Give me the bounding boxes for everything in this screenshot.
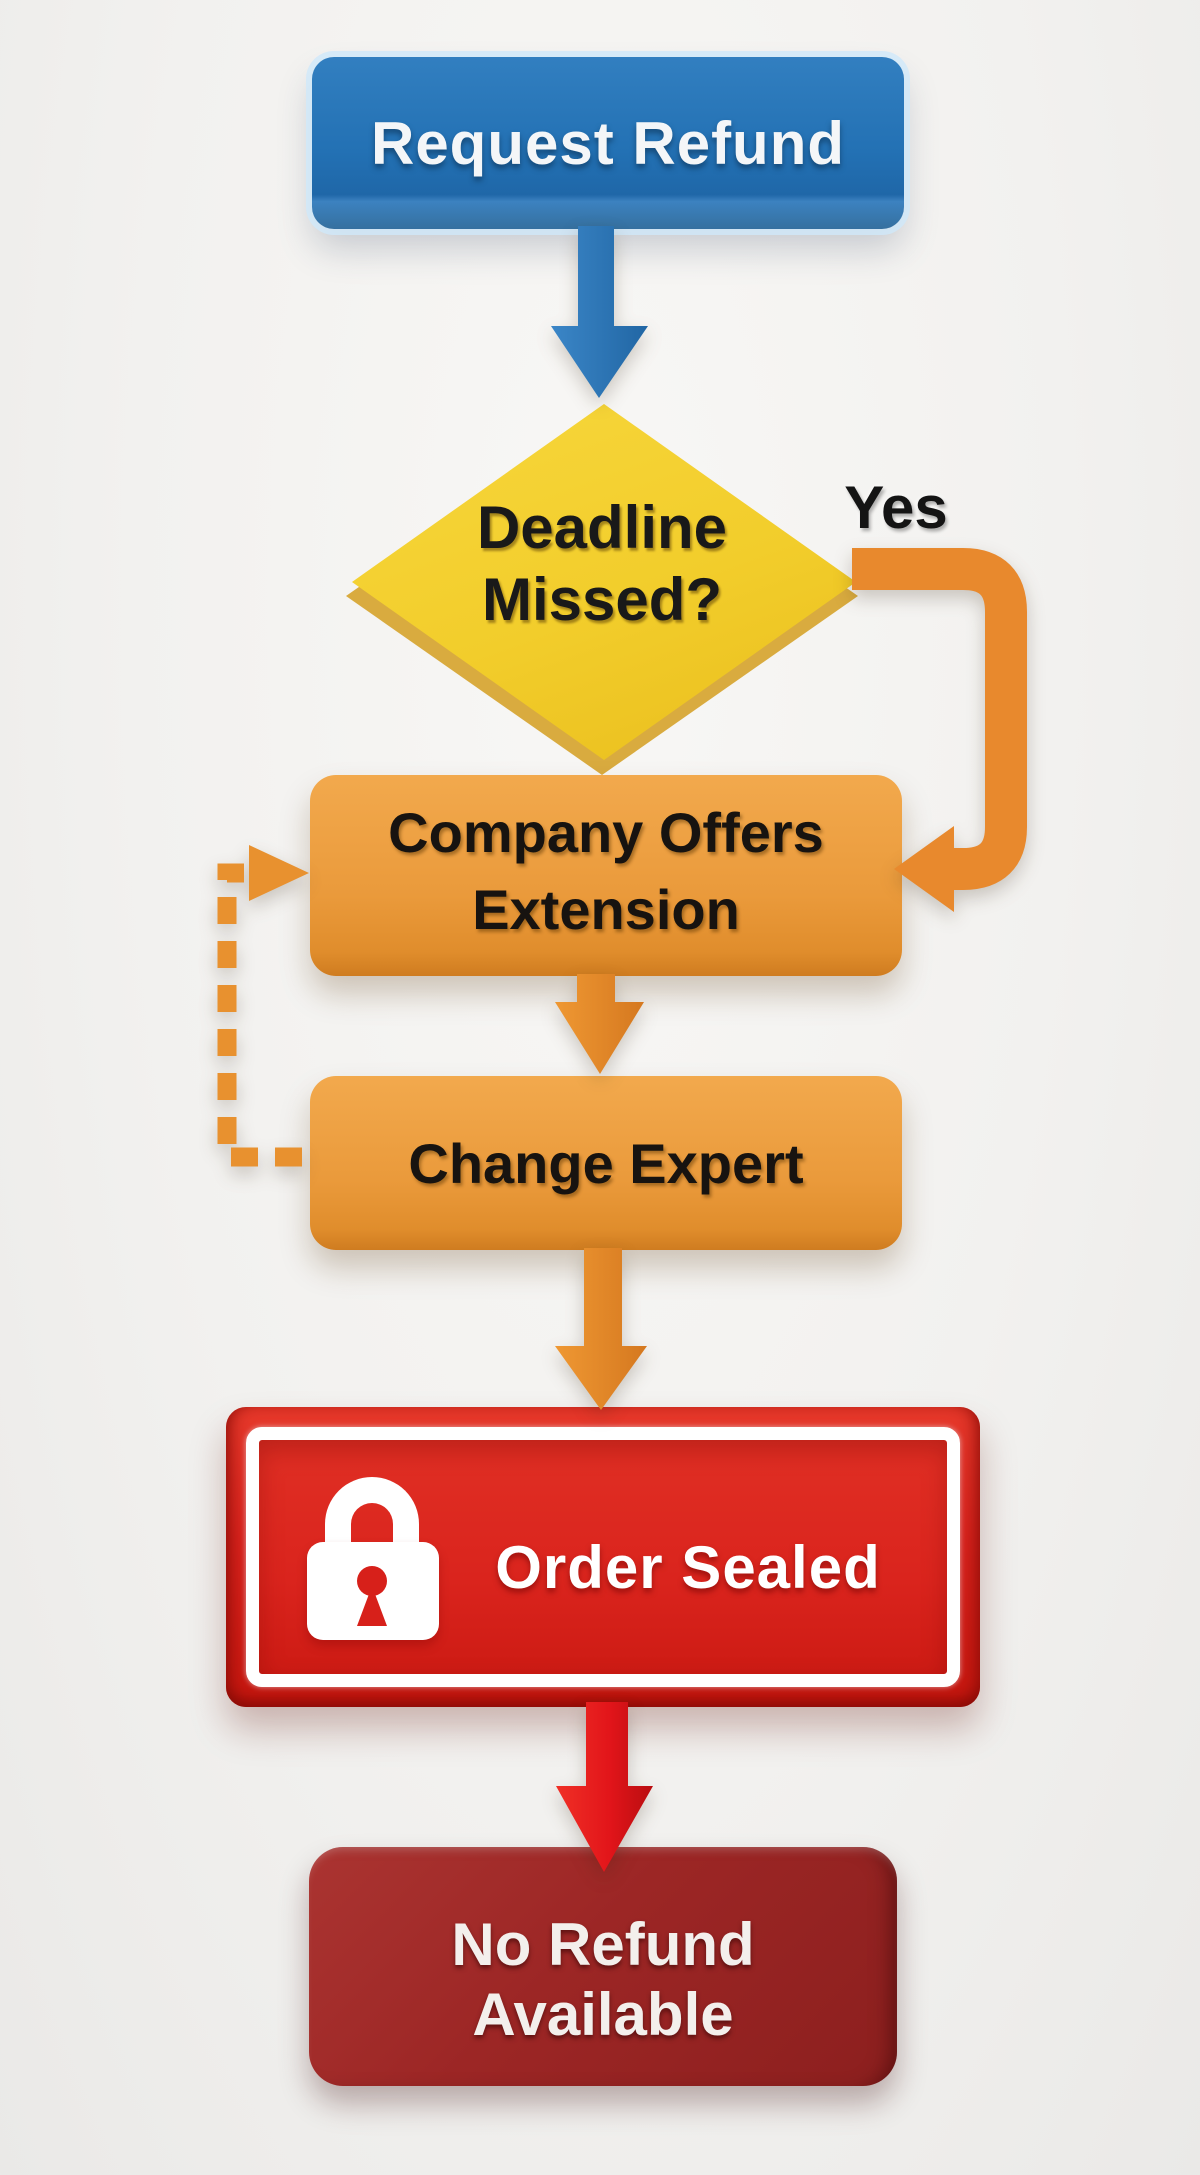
no-refund-line1: No Refund [451, 1910, 755, 1978]
node-no-refund-available: No Refund Available [309, 1847, 897, 2086]
company-offers-line1: Company Offers [388, 800, 824, 864]
node-request-refund: Request Refund [312, 57, 904, 229]
node-company-offers-extension: Company Offers Extension [310, 775, 902, 976]
order-sealed-label: Order Sealed [495, 1534, 881, 1601]
deadline-missed-line2: Missed? [481, 566, 723, 633]
arrow-company-to-change [555, 974, 644, 1074]
edge-label-yes: Yes [844, 474, 948, 541]
node-order-sealed: Order Sealed [226, 1407, 980, 1707]
deadline-missed-line1: Deadline [476, 494, 728, 561]
change-expert-label: Change Expert [408, 1131, 804, 1195]
lock-keyhole-tail [357, 1586, 387, 1626]
node-change-expert: Change Expert [310, 1076, 902, 1250]
arrow-loop-dashed [217, 863, 302, 1167]
arrow-change-to-sealed [555, 1248, 647, 1410]
company-offers-line2: Extension [472, 877, 740, 941]
request-refund-label: Request Refund [370, 109, 846, 177]
arrow-loop-head [249, 845, 309, 901]
deadline-missed-label: Deadline Missed? [402, 492, 802, 636]
no-refund-line2: Available [472, 1980, 734, 2048]
arrow-request-to-decision [551, 226, 648, 398]
arrow-yes-elbow-head [894, 826, 954, 912]
